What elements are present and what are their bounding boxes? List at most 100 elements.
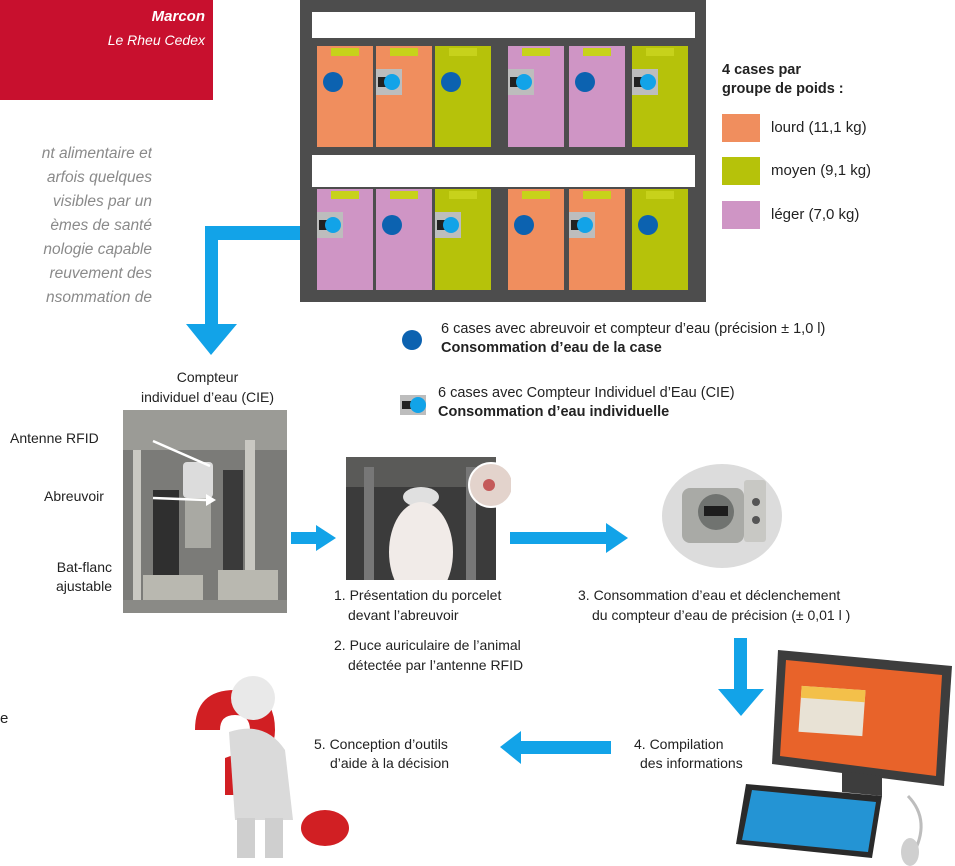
step4-line1: 4. Compilation	[634, 736, 724, 752]
label-antenne-rfid: Antenne RFID	[10, 430, 99, 446]
feeder-bar	[646, 48, 674, 56]
feeder-bar	[522, 48, 550, 56]
intro-text: nt alimentaire et arfois quelques visibl…	[0, 145, 152, 330]
intro-line: nt alimentaire et	[41, 145, 152, 162]
cie-photo	[123, 410, 287, 613]
cie-dot	[443, 217, 459, 233]
arrow-segment	[205, 226, 218, 326]
pen-counter-dot	[323, 72, 343, 92]
counter-dot-icon	[402, 330, 422, 350]
feeder-bar	[390, 191, 418, 199]
intro-line: reuvement des	[49, 265, 152, 282]
arrow-segment	[520, 741, 611, 754]
pen-lourd	[376, 46, 432, 147]
pen-lourd	[317, 46, 373, 147]
pen-moyen	[632, 46, 688, 147]
pen-moyen	[435, 46, 491, 147]
arrow-head	[316, 525, 336, 551]
feeder-bar	[449, 191, 477, 199]
legend-title: 4 cases par groupe de poids :	[722, 61, 844, 99]
computer-illustration	[736, 650, 952, 866]
pen-léger	[317, 189, 373, 290]
pen-counter-dot	[638, 215, 658, 235]
water-meter-photo	[662, 464, 782, 568]
cie-line2: Consommation d’eau individuelle	[438, 404, 670, 420]
thinking-figure-illustration	[195, 676, 349, 858]
author-banner: Marcon Le Rheu Cedex	[0, 0, 213, 100]
cie-line1: 6 cases avec Compteur Individuel d’Eau (…	[438, 385, 735, 401]
counter-line2: Consommation d’eau de la case	[441, 340, 662, 356]
author-address: Le Rheu Cedex	[107, 32, 205, 48]
arrow-segment	[734, 638, 747, 693]
cie-body	[437, 220, 447, 230]
callout-lines	[152, 439, 216, 506]
pen-léger	[569, 46, 625, 147]
arrow-segment	[205, 226, 300, 240]
legend-label-moyen: moyen (9,1 kg)	[771, 162, 872, 179]
pen-lourd	[569, 189, 625, 290]
pen-counter-dot	[441, 72, 461, 92]
step1-line1: 1. Présentation du porcelet	[334, 587, 502, 603]
stray-text: e	[0, 710, 9, 727]
feeder-bar	[331, 48, 359, 56]
corridor-top	[312, 12, 695, 38]
step3-line1: 3. Consommation d’eau et déclenchement	[578, 587, 841, 603]
step2-line2: détectée par l’antenne RFID	[348, 657, 524, 673]
legend-label-lourd: lourd (11,1 kg)	[771, 119, 867, 136]
step2-line1: 2. Puce auriculaire de l’animal	[334, 637, 521, 653]
arrow-head	[718, 689, 764, 716]
cie-body	[571, 220, 581, 230]
step3-line2: du compteur d’eau de précision (± 0,01 l…	[592, 607, 851, 623]
pen-counter-dot	[575, 72, 595, 92]
cie-device-icon	[400, 395, 426, 415]
pen-moyen	[632, 189, 688, 290]
label-bat-flanc: Bat-flanc	[56, 559, 112, 575]
intro-line: èmes de santé	[50, 217, 152, 234]
legend-swatch-leger	[722, 201, 760, 229]
pen-lourd	[508, 189, 564, 290]
cie-dot	[325, 217, 341, 233]
legend-swatch-lourd	[722, 114, 760, 142]
intro-line: visibles par un	[52, 193, 152, 210]
intro-line: arfois quelques	[46, 169, 152, 186]
legend-title-line1: 4 cases par	[722, 62, 802, 78]
pen-léger	[508, 46, 564, 147]
feeder-bar	[583, 48, 611, 56]
pen-counter-dot	[382, 215, 402, 235]
pen-row-bottom	[317, 189, 688, 290]
cie-title-line2: individuel d’eau (CIE)	[140, 389, 275, 405]
step1-line2: devant l’abreuvoir	[348, 607, 459, 623]
feeder-bar	[390, 48, 418, 56]
arrow-head	[606, 523, 628, 553]
arrow-head	[500, 731, 521, 764]
legend-swatch-moyen	[722, 157, 760, 185]
arrow-segment	[291, 532, 316, 544]
pen-léger	[376, 189, 432, 290]
pen-row-top	[317, 46, 688, 147]
pen-layout-diagram	[300, 0, 706, 302]
feeder-bar	[449, 48, 477, 56]
legend-label-leger: léger (7,0 kg)	[771, 206, 860, 223]
intro-line: nsommation de	[46, 289, 152, 306]
arrow-segment	[510, 532, 608, 544]
author-name: Marcon	[151, 8, 205, 25]
label-ajustable: ajustable	[55, 578, 112, 594]
corridor-middle	[312, 155, 695, 187]
step5-line1: 5. Conception d’outils	[314, 736, 448, 752]
feeder-bar	[583, 191, 611, 199]
intro-line: nologie capable	[43, 241, 152, 258]
cie-body	[378, 77, 388, 87]
cie-body	[634, 77, 644, 87]
step4-line2: des informations	[640, 755, 743, 771]
feeder-bar	[331, 191, 359, 199]
pen-moyen	[435, 189, 491, 290]
cie-dot	[516, 74, 532, 90]
counter-line1: 6 cases avec abreuvoir et compteur d’eau…	[441, 321, 826, 337]
cie-body	[510, 77, 520, 87]
arrow-head	[186, 324, 237, 355]
cie-body	[319, 220, 329, 230]
cie-dot	[384, 74, 400, 90]
cie-dot	[640, 74, 656, 90]
legend-title-line2: groupe de poids :	[722, 81, 844, 97]
